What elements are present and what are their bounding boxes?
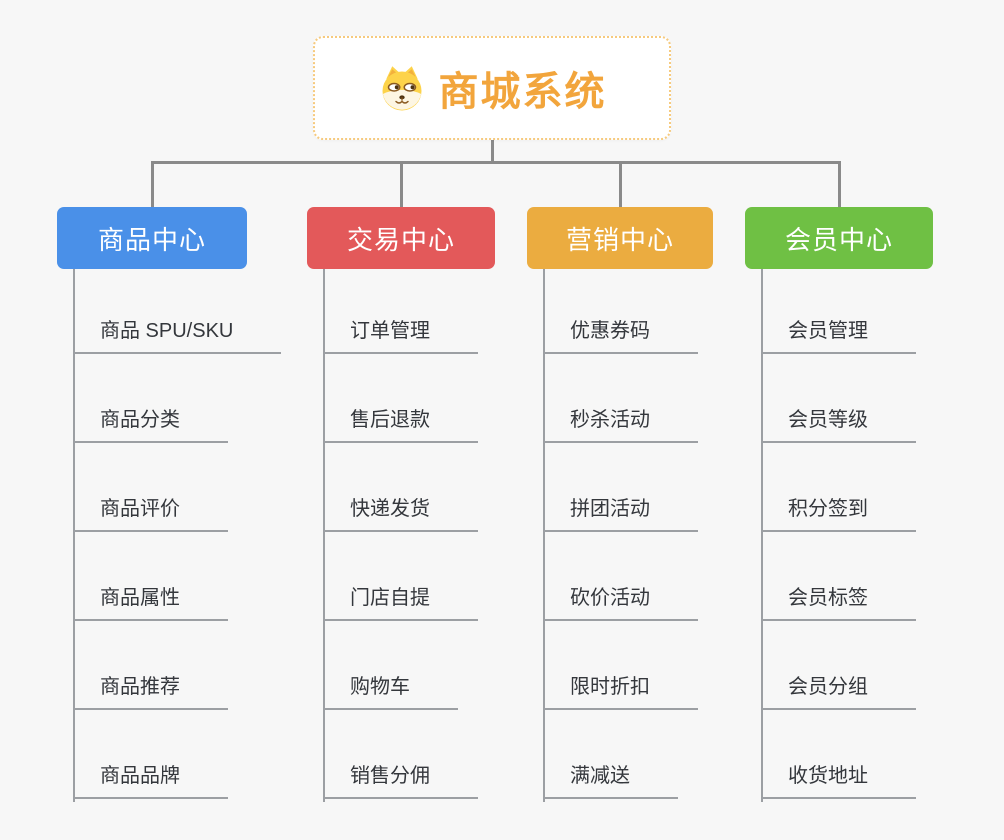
child-topic-list: 订单管理售后退款快递发货门店自提购物车销售分佣	[323, 269, 478, 799]
child-topic[interactable]: 会员标签	[761, 585, 916, 621]
branch-bus-line	[151, 161, 841, 164]
child-topic[interactable]: 门店自提	[323, 585, 478, 621]
child-topic[interactable]: 拼团活动	[543, 496, 698, 532]
child-trunk-line	[73, 269, 75, 802]
child-topic[interactable]: 销售分佣	[323, 763, 478, 799]
branch-node-marketing-center[interactable]: 营销中心	[527, 207, 713, 269]
child-topic[interactable]: 商品 SPU/SKU	[73, 318, 282, 354]
dog-face-icon	[378, 64, 426, 112]
branch-node-trade-center[interactable]: 交易中心	[307, 207, 495, 269]
branch-drop-line	[400, 161, 403, 208]
child-topic[interactable]: 购物车	[323, 674, 458, 710]
branch-label: 商品中心	[97, 224, 206, 255]
child-topic[interactable]: 砍价活动	[543, 585, 698, 621]
child-topic[interactable]: 售后退款	[323, 407, 478, 443]
child-trunk-line	[761, 269, 763, 802]
branch-drop-line	[151, 161, 154, 208]
child-topic-list: 优惠券码秒杀活动拼团活动砍价活动限时折扣满减送	[543, 269, 698, 799]
branch-column-trade: 交易中心 订单管理售后退款快递发货门店自提购物车销售分佣	[307, 207, 495, 802]
branch-drop-line	[838, 161, 841, 208]
branch-label: 会员中心	[784, 224, 893, 255]
branch-node-product-center[interactable]: 商品中心	[57, 207, 247, 269]
child-topic[interactable]: 商品推荐	[73, 674, 228, 710]
branch-column-marketing: 营销中心 优惠券码秒杀活动拼团活动砍价活动限时折扣满减送	[527, 207, 713, 802]
child-topic[interactable]: 商品分类	[73, 407, 228, 443]
child-topic-list: 商品 SPU/SKU 商品分类商品评价商品属性商品推荐商品品牌	[73, 269, 282, 799]
child-topic[interactable]: 商品品牌	[73, 763, 228, 799]
child-topic[interactable]: 限时折扣	[543, 674, 698, 710]
root-node[interactable]: 商城系统	[313, 36, 671, 140]
child-topic[interactable]: 优惠券码	[543, 318, 698, 354]
child-topic[interactable]: 积分签到	[761, 496, 916, 532]
root-title: 商城系统	[438, 70, 607, 114]
branch-column-member: 会员中心 会员管理会员等级积分签到会员标签会员分组收货地址	[745, 207, 933, 802]
branch-drop-line	[619, 161, 622, 208]
child-topic[interactable]: 满减送	[543, 763, 678, 799]
branch-label: 交易中心	[346, 224, 455, 255]
child-topic[interactable]: 快递发货	[323, 496, 478, 532]
child-topic[interactable]: 商品属性	[73, 585, 228, 621]
child-topic-list: 会员管理会员等级积分签到会员标签会员分组收货地址	[761, 269, 916, 799]
child-trunk-line	[323, 269, 325, 802]
branch-node-member-center[interactable]: 会员中心	[745, 207, 933, 269]
child-topic[interactable]: 秒杀活动	[543, 407, 698, 443]
child-topic[interactable]: 会员分组	[761, 674, 916, 710]
branch-column-product: 商品中心 商品 SPU/SKU 商品分类商品评价商品属性商品推荐商品品牌	[57, 207, 282, 802]
child-topic[interactable]: 商品评价	[73, 496, 228, 532]
child-trunk-line	[543, 269, 545, 802]
branch-label: 营销中心	[565, 224, 674, 255]
child-topic[interactable]: 订单管理	[323, 318, 478, 354]
child-topic[interactable]: 会员管理	[761, 318, 916, 354]
child-topic[interactable]: 收货地址	[761, 763, 916, 799]
root-riser-line	[491, 140, 494, 163]
child-topic[interactable]: 会员等级	[761, 407, 916, 443]
